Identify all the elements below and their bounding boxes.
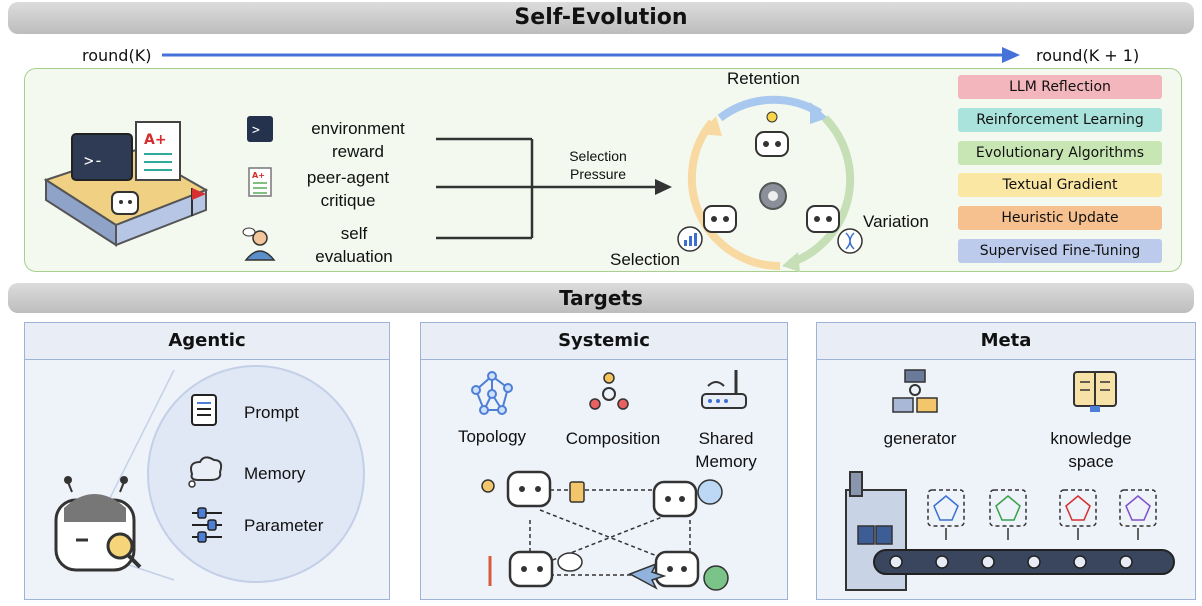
meta-title: Meta bbox=[817, 323, 1195, 360]
method-evolutionary-algorithms: Evolutionary Algorithms bbox=[958, 141, 1162, 165]
evolution-panel bbox=[24, 68, 1182, 272]
selection-robot-icon bbox=[703, 205, 737, 233]
composition-label: Composition bbox=[565, 429, 661, 448]
composition-icon bbox=[589, 372, 629, 410]
knowledge-book-icon bbox=[1073, 371, 1117, 412]
router-icon bbox=[701, 370, 747, 409]
round-k-plus-one-label: round(K + 1) bbox=[1036, 46, 1140, 65]
sandbox-environment-icon: >- A+ bbox=[43, 121, 209, 247]
svg-text:A+: A+ bbox=[144, 132, 167, 148]
self-evaluation-label: self evaluation bbox=[315, 224, 393, 266]
terminal-icon: > bbox=[247, 116, 273, 142]
sliders-icon bbox=[192, 507, 222, 543]
variation-robot-icon bbox=[806, 205, 840, 233]
thinking-person-icon bbox=[242, 227, 276, 261]
shared-memory-label: Shared Memory bbox=[695, 429, 757, 471]
selection-label: Selection bbox=[610, 250, 680, 269]
peer-agent-critique-label: peer-agent critique bbox=[306, 168, 390, 210]
svg-text:>-: >- bbox=[84, 151, 103, 170]
self-evolution-title: Self-Evolution bbox=[8, 2, 1194, 34]
retention-label: Retention bbox=[727, 69, 800, 88]
memory-label: Memory bbox=[244, 464, 306, 483]
memory-cloud-icon bbox=[188, 456, 223, 488]
agentic-title: Agentic bbox=[25, 323, 389, 360]
systemic-title: Systemic bbox=[421, 323, 787, 360]
topology-label: Topology bbox=[457, 427, 527, 446]
method-textual-gradient: Textual Gradient bbox=[958, 173, 1162, 197]
svg-text:A+: A+ bbox=[252, 171, 265, 180]
method-supervised-fine-tuning: Supervised Fine-Tuning bbox=[958, 239, 1162, 263]
method-reinforcement-learning: Reinforcement Learning bbox=[958, 108, 1162, 132]
method-heuristic-update: Heuristic Update bbox=[958, 206, 1162, 230]
dna-icon bbox=[837, 228, 863, 254]
method-llm-reflection: LLM Reflection bbox=[958, 75, 1162, 99]
round-k-label: round(K) bbox=[82, 46, 152, 65]
multi-agent-network bbox=[481, 470, 729, 591]
retention-robot-icon bbox=[755, 111, 789, 157]
parameter-label: Parameter bbox=[244, 516, 324, 535]
selection-pressure-label: Selection Pressure bbox=[569, 148, 627, 182]
knowledge-space-label: knowledge space bbox=[1050, 429, 1132, 471]
prompt-label: Prompt bbox=[244, 403, 299, 422]
factory-conveyor-illustration bbox=[845, 471, 1175, 591]
environment-reward-label: environment reward bbox=[311, 119, 405, 161]
evolution-cycle bbox=[687, 95, 855, 272]
systemic-panel: Systemic bbox=[420, 322, 788, 600]
document-icon bbox=[191, 394, 217, 426]
svg-text:>: > bbox=[252, 123, 260, 138]
graded-document-icon: A+ bbox=[248, 167, 272, 197]
targets-title: Targets bbox=[8, 283, 1194, 313]
bar-chart-icon bbox=[677, 226, 703, 252]
generator-label: generator bbox=[883, 429, 957, 448]
generator-icon bbox=[892, 369, 938, 413]
topology-icon bbox=[471, 371, 513, 415]
variation-label: Variation bbox=[863, 212, 929, 231]
